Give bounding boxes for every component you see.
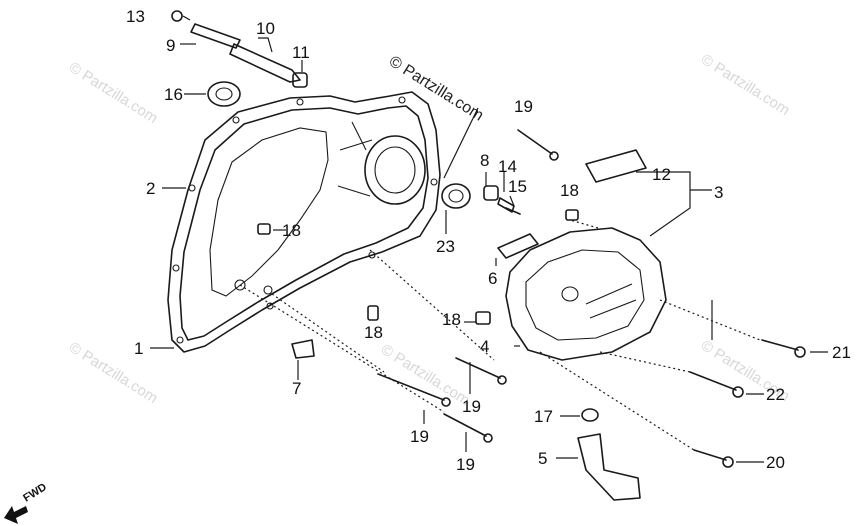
side-cover-ribs bbox=[585, 283, 637, 319]
callout-11: 11 bbox=[292, 43, 310, 62]
side-cover-inner bbox=[525, 249, 645, 341]
callout-16: 16 bbox=[164, 85, 183, 104]
pin-9 bbox=[190, 23, 241, 49]
callout-18-c: 18 bbox=[364, 323, 383, 342]
o-ring-17 bbox=[581, 408, 599, 422]
watermark-2: © Partzilla.com bbox=[698, 51, 793, 119]
caution-label bbox=[585, 149, 647, 183]
seal-23 bbox=[441, 183, 471, 209]
bolt-19-bottom bbox=[443, 413, 487, 437]
callout-14: 14 bbox=[498, 157, 517, 176]
gasket-outline bbox=[167, 91, 441, 353]
arm-10 bbox=[229, 43, 301, 83]
watermarks: © Partzilla.com © Partzilla.com © Partzi… bbox=[66, 51, 793, 409]
bolts bbox=[377, 129, 806, 468]
bearing-bore bbox=[374, 146, 416, 194]
seal-23-bore bbox=[448, 189, 464, 203]
callout-18-b: 18 bbox=[560, 181, 579, 200]
bolt-22 bbox=[689, 371, 737, 391]
dowel-18-d bbox=[475, 311, 491, 325]
watermark-4: © Partzilla.com bbox=[378, 341, 473, 409]
oil-seal-16 bbox=[207, 81, 241, 107]
part-15 bbox=[505, 207, 521, 215]
gasket-holes bbox=[172, 96, 438, 344]
rib-lines bbox=[337, 121, 373, 197]
callout-6: 6 bbox=[488, 269, 497, 288]
watermark-3: © Partzilla.com bbox=[66, 339, 161, 407]
cover-plate-outline bbox=[179, 105, 429, 341]
callout-18-a: 18 bbox=[282, 221, 301, 240]
callout-18-d: 18 bbox=[442, 310, 461, 329]
callout-23: 23 bbox=[436, 237, 455, 256]
cover-plate-cutout bbox=[209, 127, 329, 297]
fwd-indicator: FWD bbox=[4, 481, 49, 524]
dowel-18-c bbox=[367, 305, 379, 321]
fwd-arrow-icon bbox=[4, 506, 28, 524]
bracket-6 bbox=[497, 233, 539, 259]
callout-9: 9 bbox=[166, 36, 175, 55]
callout-21: 21 bbox=[832, 343, 851, 362]
callout-15: 15 bbox=[508, 177, 527, 196]
fwd-label: FWD bbox=[21, 481, 49, 504]
washer-13 bbox=[171, 10, 183, 22]
callout-19-bottom: 19 bbox=[456, 455, 475, 474]
part-14 bbox=[497, 197, 515, 213]
callout-19-top: 19 bbox=[514, 97, 533, 116]
plate-7 bbox=[291, 339, 315, 359]
callout-10: 10 bbox=[256, 19, 275, 38]
callout-19-mid: 19 bbox=[462, 397, 481, 416]
copyright-notice: © Partzilla.com bbox=[386, 53, 486, 125]
callout-20: 20 bbox=[766, 453, 785, 472]
oil-seal-16-bore bbox=[215, 87, 233, 101]
callout-2: 2 bbox=[146, 179, 155, 198]
callout-13: 13 bbox=[126, 7, 145, 26]
bearing-boss bbox=[364, 135, 426, 205]
callouts: 13 9 10 11 16 2 18 1 7 18 18 23 8 14 15 … bbox=[126, 7, 851, 474]
callout-12: 12 bbox=[652, 165, 671, 184]
watermark-1: © Partzilla.com bbox=[66, 59, 161, 127]
bolt-21 bbox=[761, 339, 799, 351]
bolt-19-top bbox=[517, 129, 553, 155]
leader-lines bbox=[150, 15, 828, 463]
callout-17: 17 bbox=[534, 407, 553, 426]
side-cover-plug bbox=[561, 286, 579, 302]
dowel-18-a bbox=[257, 223, 271, 235]
callout-5: 5 bbox=[538, 449, 547, 468]
callout-1: 1 bbox=[134, 339, 143, 358]
callout-22: 22 bbox=[766, 385, 785, 404]
sensor-5 bbox=[577, 433, 641, 501]
dowel-18-b bbox=[565, 209, 579, 221]
bolt-20 bbox=[693, 449, 727, 461]
callout-19-lower: 19 bbox=[410, 427, 429, 446]
callout-4: 4 bbox=[480, 337, 489, 356]
callout-8: 8 bbox=[480, 151, 489, 170]
bolt-19-mid bbox=[455, 357, 501, 379]
part-8 bbox=[483, 185, 499, 201]
bushing-11 bbox=[292, 72, 308, 88]
callout-3: 3 bbox=[714, 183, 723, 202]
callout-7: 7 bbox=[292, 379, 301, 398]
